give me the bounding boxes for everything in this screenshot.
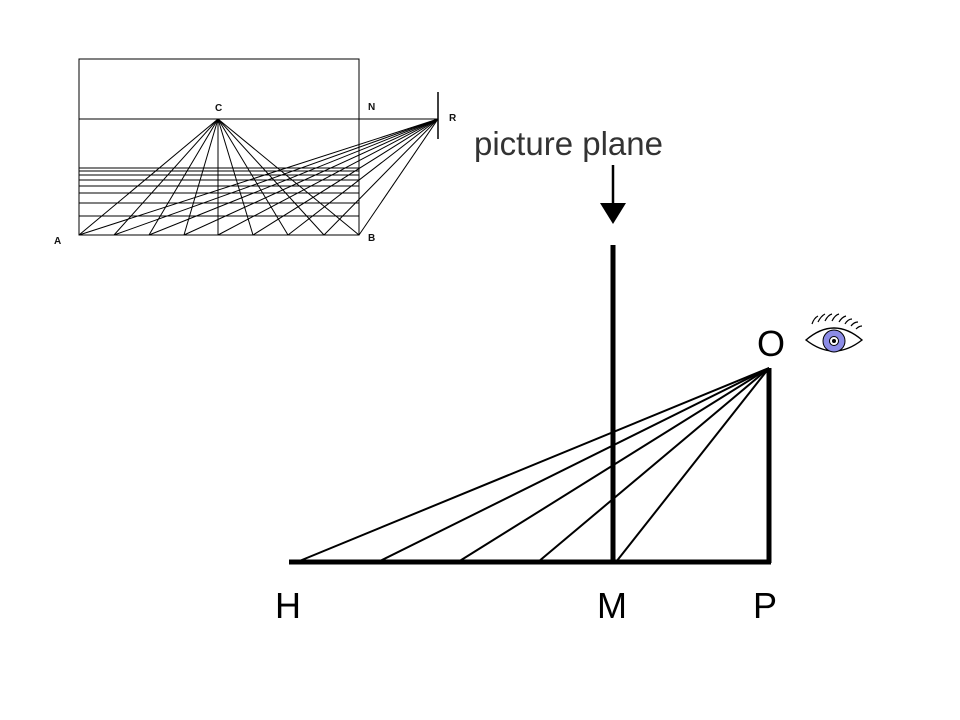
ray-from-r (148, 118, 439, 236)
ray-from-c (183, 118, 219, 236)
small-frame (78, 58, 360, 236)
ray-from-r (323, 118, 439, 236)
picture-plane-label: picture plane (474, 125, 663, 162)
label-b: B (368, 233, 375, 244)
label-a: A (54, 236, 61, 247)
sight-ray (296, 367, 770, 563)
small-horizontal-lines (79, 167, 359, 236)
ray-from-r (78, 118, 439, 236)
sight-ray (537, 367, 770, 563)
eye-icon (804, 313, 864, 353)
ray-from-r (113, 118, 439, 236)
sight-ray (615, 367, 770, 563)
ray-from-r (217, 118, 439, 236)
ray-from-c (148, 118, 219, 236)
ray-from-r (252, 118, 439, 236)
ray-from-c (217, 118, 360, 236)
label-p: P (753, 585, 777, 626)
label-o: O (757, 323, 785, 364)
sight-ray (377, 367, 770, 563)
label-r: R (449, 113, 457, 124)
sight-ray (457, 367, 770, 563)
small-perspective-diagram (78, 58, 439, 236)
small-b-r-line (358, 118, 439, 236)
label-c: C (215, 103, 222, 114)
small-rays-from-c (78, 118, 360, 236)
small-rays-from-r (78, 118, 439, 236)
ray-from-c (217, 118, 325, 236)
picture-plane-arrow (600, 165, 626, 224)
label-n: N (368, 102, 375, 113)
label-m: M (597, 585, 627, 626)
sight-rays (296, 367, 770, 563)
label-h: H (275, 585, 301, 626)
ray-from-c (113, 118, 219, 236)
ray-from-c (78, 118, 219, 236)
ray-from-c (217, 118, 289, 236)
